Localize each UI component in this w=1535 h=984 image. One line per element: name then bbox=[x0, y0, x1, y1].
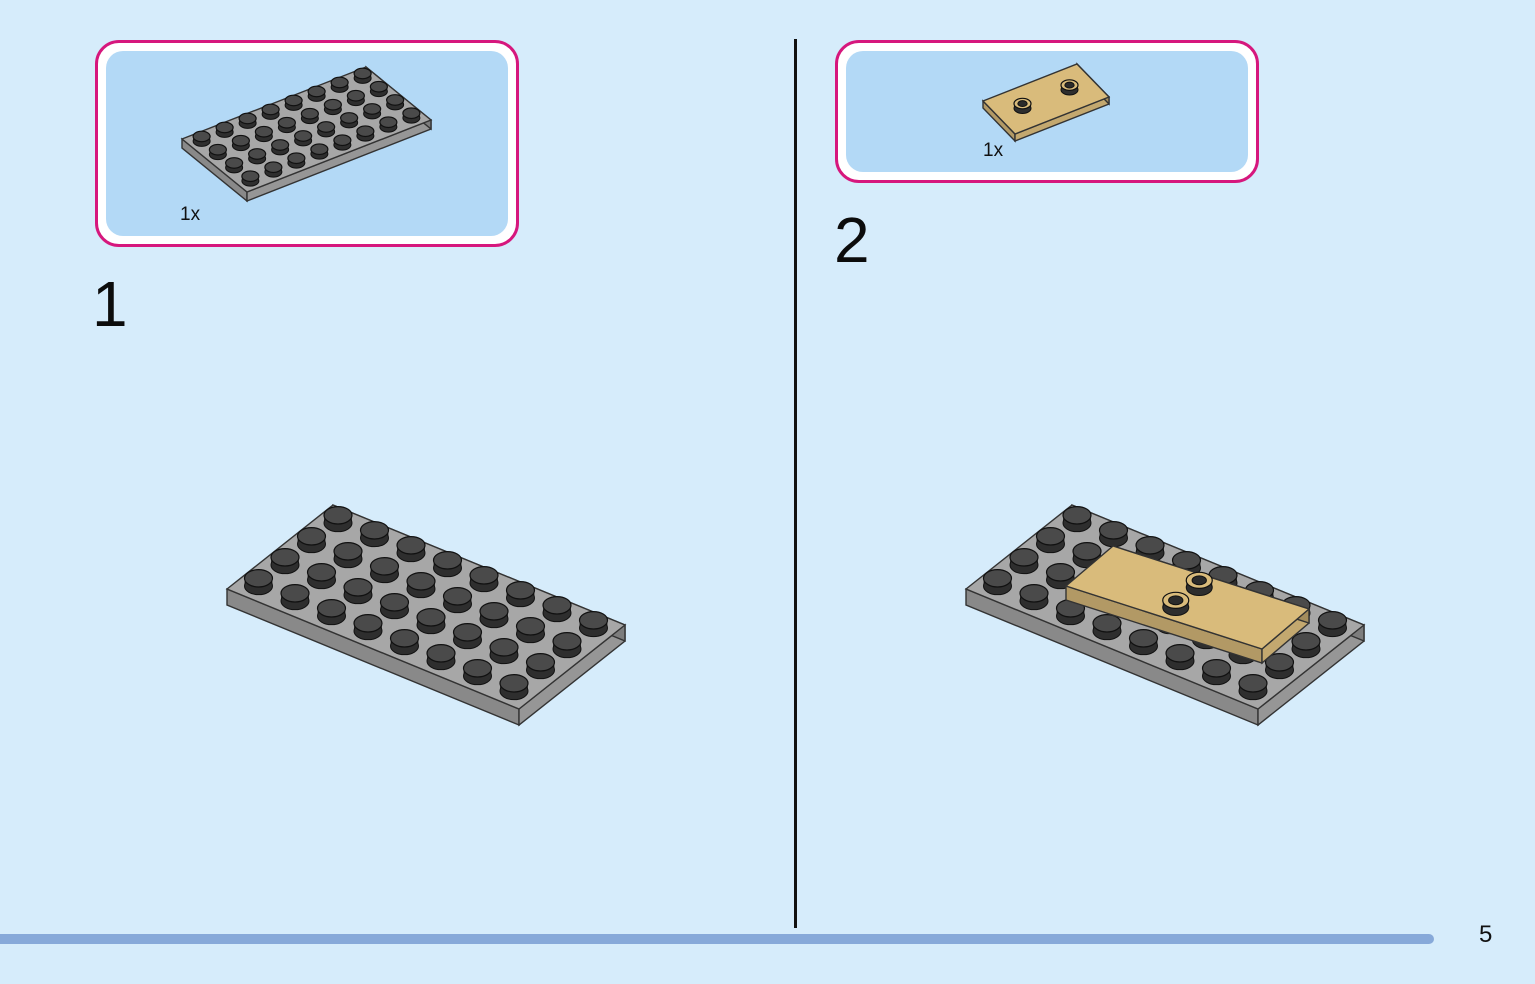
stud bbox=[330, 76, 349, 93]
part-quantity: 1x bbox=[180, 204, 201, 225]
stud bbox=[208, 143, 227, 161]
stud bbox=[379, 116, 398, 133]
stud bbox=[264, 161, 283, 178]
stud bbox=[1185, 571, 1213, 597]
stud bbox=[505, 581, 536, 608]
stud bbox=[1098, 521, 1129, 548]
stud bbox=[310, 143, 329, 160]
stud bbox=[270, 548, 300, 575]
stud bbox=[1238, 674, 1268, 701]
stud bbox=[300, 107, 319, 125]
stud bbox=[1162, 591, 1190, 617]
stud bbox=[1060, 79, 1079, 96]
stud bbox=[1317, 611, 1348, 638]
stud bbox=[294, 130, 313, 147]
stud bbox=[333, 542, 363, 569]
stud bbox=[343, 578, 373, 605]
stud bbox=[525, 653, 556, 680]
stud bbox=[402, 107, 421, 124]
stud bbox=[231, 134, 250, 152]
parts-callout-step-1 bbox=[95, 40, 519, 247]
stud bbox=[369, 80, 388, 98]
progress-bar bbox=[0, 934, 1434, 944]
stud bbox=[369, 557, 400, 584]
stud bbox=[248, 148, 267, 165]
stud bbox=[323, 506, 353, 533]
stud bbox=[406, 572, 436, 599]
stud bbox=[552, 632, 582, 659]
stud bbox=[241, 170, 260, 187]
stud bbox=[396, 536, 426, 563]
stud bbox=[379, 593, 410, 620]
stud bbox=[416, 608, 446, 635]
stud bbox=[317, 121, 336, 138]
step-divider bbox=[794, 39, 797, 928]
stud bbox=[192, 130, 211, 147]
stud bbox=[225, 157, 244, 174]
plate-top bbox=[225, 504, 627, 710]
stud bbox=[238, 112, 257, 129]
stud bbox=[356, 125, 375, 142]
plate-top bbox=[180, 66, 433, 193]
stud bbox=[426, 644, 456, 671]
stud bbox=[243, 569, 274, 596]
page-number: 5 bbox=[1479, 921, 1493, 948]
plate-top bbox=[981, 63, 1111, 135]
stud bbox=[1035, 527, 1066, 554]
stud bbox=[1062, 506, 1092, 533]
stud bbox=[542, 596, 572, 623]
stud bbox=[306, 563, 337, 590]
stud bbox=[346, 89, 365, 107]
stud bbox=[307, 85, 326, 102]
stud bbox=[254, 125, 273, 143]
stud bbox=[296, 527, 327, 554]
stud bbox=[340, 112, 359, 129]
stud bbox=[1291, 632, 1321, 659]
stud bbox=[1092, 614, 1122, 641]
stud bbox=[359, 521, 390, 548]
stud bbox=[284, 94, 303, 111]
stud bbox=[452, 623, 483, 650]
stud bbox=[462, 659, 493, 686]
stud bbox=[469, 566, 499, 593]
step-number-2: 2 bbox=[834, 204, 870, 276]
stud bbox=[489, 638, 519, 665]
stud bbox=[1013, 97, 1032, 115]
stud bbox=[215, 121, 234, 138]
stud bbox=[1009, 548, 1039, 575]
stud bbox=[280, 584, 310, 611]
stud bbox=[1165, 644, 1195, 671]
stud bbox=[578, 611, 609, 638]
stud bbox=[333, 134, 352, 151]
step-number-1: 1 bbox=[92, 268, 128, 340]
stud bbox=[271, 139, 290, 156]
stud bbox=[386, 94, 405, 111]
stud bbox=[389, 629, 420, 656]
stud bbox=[316, 599, 347, 626]
part-quantity: 1x bbox=[983, 140, 1004, 161]
stud bbox=[1264, 653, 1295, 680]
stud bbox=[1019, 584, 1049, 611]
stud bbox=[323, 98, 342, 116]
stud bbox=[982, 569, 1013, 596]
stud bbox=[1201, 659, 1232, 686]
stud bbox=[432, 551, 463, 578]
stud bbox=[353, 614, 383, 641]
stud bbox=[442, 587, 473, 614]
stud bbox=[261, 103, 280, 120]
stud bbox=[515, 617, 546, 644]
stud bbox=[363, 103, 382, 120]
stud bbox=[287, 152, 306, 169]
stud bbox=[1128, 629, 1159, 656]
stud bbox=[499, 674, 529, 701]
stud bbox=[353, 67, 372, 84]
stud bbox=[479, 602, 509, 629]
stud bbox=[277, 116, 296, 134]
